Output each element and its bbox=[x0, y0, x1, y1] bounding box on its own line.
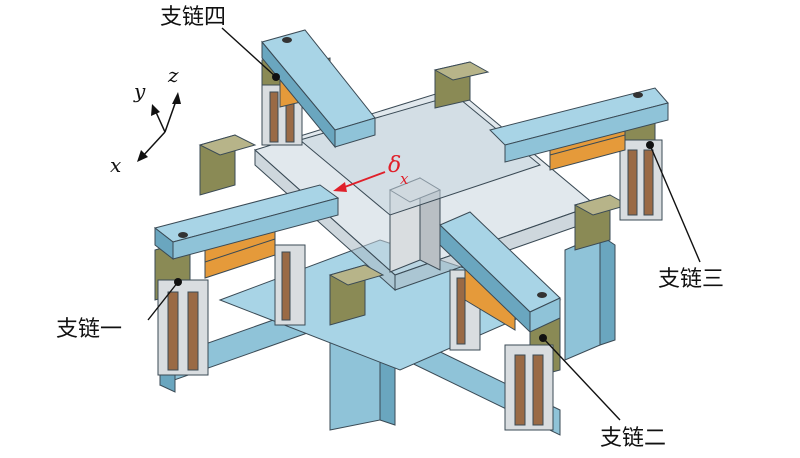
axis-y-label: y bbox=[133, 79, 146, 103]
label-chain-4: 支链四 bbox=[160, 5, 226, 30]
delta-subscript: x bbox=[400, 170, 409, 188]
leader-lines bbox=[147, 27, 701, 421]
label-chain-3: 支链三 bbox=[658, 267, 724, 292]
label-chain-1: 支链一 bbox=[56, 317, 122, 342]
axis-x-label: x bbox=[110, 153, 121, 177]
label-chain-2: 支链二 bbox=[600, 426, 666, 451]
upper-arms bbox=[153, 29, 669, 334]
coordinate-axes: z y x bbox=[110, 63, 181, 177]
displacement-arrow: δ x bbox=[333, 153, 409, 192]
delta-symbol: δ bbox=[388, 153, 401, 178]
axis-z-label: z bbox=[167, 63, 179, 87]
